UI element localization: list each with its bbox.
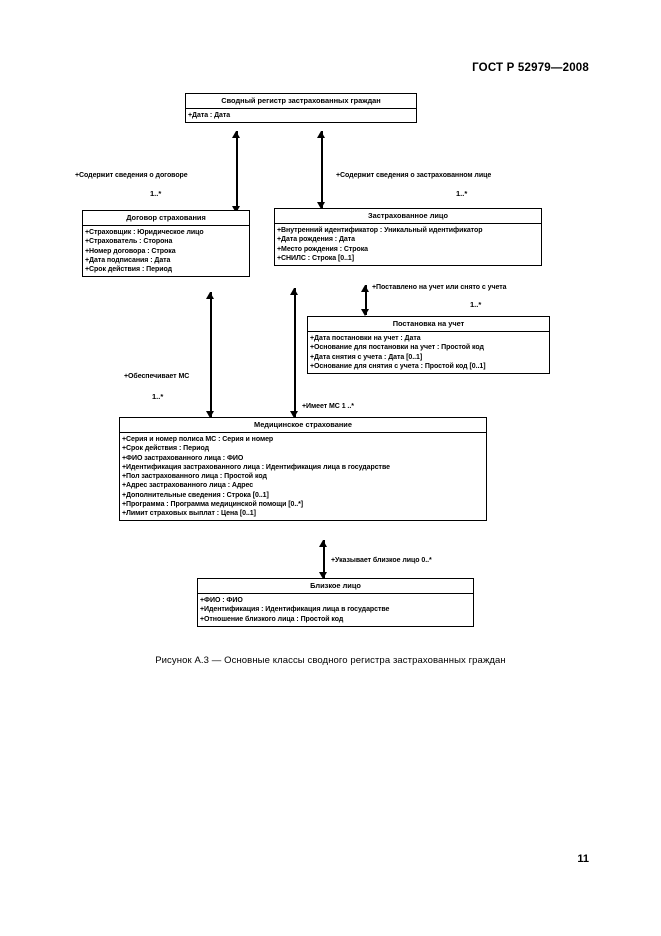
- uml-class-medical-insurance: Медицинское страхование +Серия и номер п…: [119, 417, 487, 522]
- uml-attribute: +Пол застрахованного лица : Простой код: [122, 473, 267, 481]
- uml-class-title: Договор страхования: [83, 211, 249, 227]
- assoc-label-has-mi: +Имеет МС 1 ..*: [302, 403, 354, 410]
- assoc-label-contains-insured: +Содержит сведения о застрахованном лице: [336, 172, 492, 179]
- uml-attribute: +Основание для снятия с учета : Простой …: [310, 362, 486, 370]
- uml-class-title: Застрахованное лицо: [275, 209, 541, 225]
- uml-attribute-list: +Серия и номер полиса МС : Серия и номер…: [120, 433, 486, 520]
- document-standard-header: ГОСТ Р 52979—2008: [472, 62, 589, 74]
- arrowhead-medical-close-top: [319, 540, 327, 547]
- uml-class-contract: Договор страхования +Страховщик : Юридич…: [82, 210, 250, 278]
- uml-attribute: +Идентификация застрахованного лица : Ид…: [122, 463, 390, 471]
- arrowhead-insured-medical-bottom: [290, 411, 298, 418]
- arrowhead-registry-contract-top: [232, 131, 240, 138]
- assoc-label-registered-or-removed: +Поставлено на учет или снято с учета: [372, 284, 507, 291]
- uml-class-title: Сводный регистр застрахованных граждан: [186, 94, 416, 110]
- uml-attribute: +ФИО : ФИО: [200, 597, 243, 605]
- uml-attribute: +Дата постановки на учет : Дата: [310, 335, 421, 343]
- uml-attribute-list: +ФИО : ФИО +Идентификация : Идентификаци…: [198, 594, 473, 626]
- assoc-multiplicity-provides-mi: 1..*: [152, 392, 164, 401]
- assoc-label-contains-contract: +Содержит сведения о договоре: [75, 172, 188, 179]
- connector-registry-contract: [236, 131, 238, 213]
- uml-class-close-person: Близкое лицо +ФИО : ФИО +Идентификация :…: [197, 578, 474, 627]
- uml-class-registry: Сводный регистр застрахованных граждан +…: [185, 93, 417, 124]
- uml-attribute: +Страховщик : Юридическое лицо: [85, 229, 204, 237]
- uml-attribute-list: +Дата : Дата: [186, 109, 416, 122]
- connector-contract-medical: [210, 292, 212, 417]
- uml-attribute: +Серия и номер полиса МС : Серия и номер: [122, 436, 274, 444]
- arrowhead-contract-medical-bottom: [206, 411, 214, 418]
- uml-attribute-list: +Страховщик : Юридическое лицо +Страхова…: [83, 226, 249, 276]
- uml-attribute: +Отношение близкого лица : Простой код: [200, 615, 344, 623]
- uml-class-title: Близкое лицо: [198, 579, 473, 595]
- arrowhead-medical-close-bottom: [319, 572, 327, 579]
- uml-class-insured-person: Застрахованное лицо +Внутренний идентифи…: [274, 208, 542, 267]
- uml-attribute: +ФИО застрахованного лица : ФИО: [122, 454, 244, 462]
- uml-attribute: +Дополнительные сведения : Строка [0..1]: [122, 491, 269, 499]
- uml-attribute: +Дата подписания : Дата: [85, 256, 171, 264]
- assoc-label-provides-mi: +Обеспечивает МС: [124, 373, 190, 380]
- connector-medical-close-person: [323, 540, 325, 578]
- uml-attribute: +Лимит страховых выплат : Цена [0..1]: [122, 510, 256, 518]
- uml-attribute-list: +Внутренний идентификатор : Уникальный и…: [275, 224, 541, 265]
- uml-attribute: +Дата рождения : Дата: [277, 236, 355, 244]
- arrowhead-contract-medical-top: [206, 292, 214, 299]
- uml-class-title: Медицинское страхование: [120, 418, 486, 434]
- arrowhead-insured-registration-bottom: [361, 309, 369, 316]
- connector-insured-medical: [294, 288, 296, 417]
- assoc-label-specifies-close-person: +Указывает близкое лицо 0..*: [331, 557, 432, 564]
- uml-attribute-list: +Дата постановки на учет : Дата +Основан…: [308, 332, 549, 373]
- arrowhead-registry-contract-bottom: [232, 206, 240, 213]
- uml-attribute: +Идентификация : Идентификация лица в го…: [200, 606, 390, 614]
- uml-attribute: +СНИЛС : Строка [0..1]: [277, 254, 355, 262]
- uml-attribute: +Место рождения : Строка: [277, 245, 368, 253]
- uml-attribute: +Дата снятия с учета : Дата [0..1]: [310, 353, 423, 361]
- uml-attribute: +Основание для постановки на учет : Прос…: [310, 344, 484, 352]
- uml-attribute: +Номер договора : Строка: [85, 247, 176, 255]
- uml-attribute: +Срок действия : Период: [122, 445, 209, 453]
- assoc-multiplicity-contains-contract: 1..*: [150, 189, 162, 198]
- connector-insured-registration: [365, 285, 367, 315]
- uml-attribute: +Внутренний идентификатор : Уникальный и…: [277, 227, 483, 235]
- uml-attribute: +Программа : Программа медицинской помощ…: [122, 500, 304, 508]
- page-number: 11: [577, 853, 589, 865]
- arrowhead-registry-insured-bottom: [317, 202, 325, 209]
- arrowhead-registry-insured-top: [317, 131, 325, 138]
- connector-registry-insured: [321, 131, 323, 209]
- assoc-multiplicity-contains-insured: 1..*: [456, 189, 468, 198]
- uml-attribute: +Адрес застрахованного лица : Адрес: [122, 482, 254, 490]
- arrowhead-insured-registration-top: [361, 285, 369, 292]
- uml-attribute: +Срок действия : Период: [85, 266, 172, 274]
- uml-class-title: Постановка на учет: [308, 317, 549, 333]
- uml-class-registration: Постановка на учет +Дата постановки на у…: [307, 316, 550, 375]
- assoc-multiplicity-registered-or-removed: 1..*: [470, 300, 482, 309]
- uml-attribute: +Дата : Дата: [188, 112, 231, 120]
- figure-caption: Рисунок А.3 — Основные классы сводного р…: [155, 655, 506, 666]
- arrowhead-insured-medical-top: [290, 288, 298, 295]
- uml-attribute: +Страхователь : Сторона: [85, 238, 173, 246]
